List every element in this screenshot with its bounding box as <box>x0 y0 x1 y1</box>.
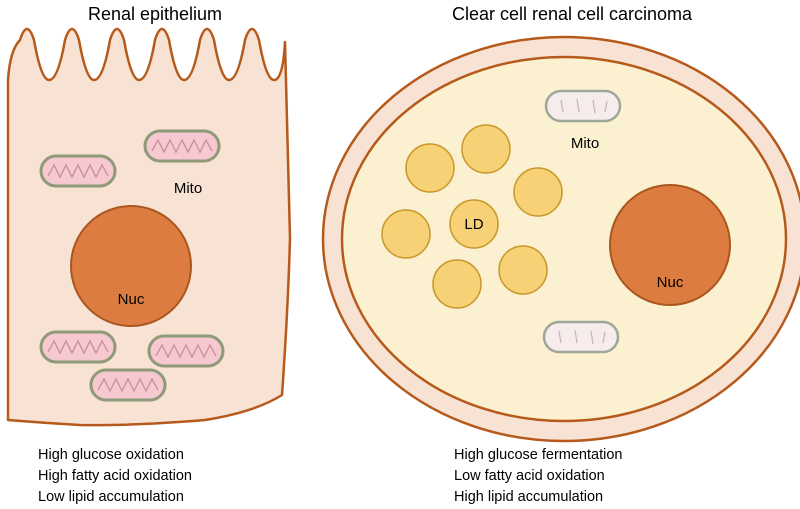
carcinoma-note: High lipid accumulation <box>454 489 604 505</box>
right-title: Clear cell renal cell carcinoma <box>452 4 693 24</box>
lipid-droplet <box>461 124 511 174</box>
carcinoma-mito-label: Mito <box>571 135 599 152</box>
carcinoma-mito-2 <box>542 320 620 354</box>
epithelium-note: Low lipid accumulation <box>38 489 184 505</box>
carcinoma-mito-1 <box>544 89 622 123</box>
lipid-droplet <box>498 245 548 295</box>
carcinoma-note: High glucose fermentation <box>454 447 623 463</box>
epithelial-mito-5 <box>89 368 167 402</box>
epithelial-mito-2 <box>39 154 117 188</box>
carcinoma-notes: High glucose fermentation Low fatty acid… <box>454 445 622 508</box>
epithelial-mito-1 <box>143 129 221 163</box>
carcinoma-cell: LD Mito Nuc <box>321 35 800 443</box>
lipid-droplet <box>449 199 499 249</box>
epithelial-mito-3 <box>39 330 117 364</box>
epithelial-mito-label: Mito <box>174 180 202 197</box>
epithelial-cell: Mito Nuc <box>6 27 292 427</box>
epithelium-notes: High glucose oxidation High fatty acid o… <box>38 445 192 508</box>
lipid-droplet <box>381 209 431 259</box>
carcinoma-cytoplasm <box>340 55 788 423</box>
lipid-droplet <box>405 143 455 193</box>
lipid-droplets <box>381 124 563 309</box>
epithelial-nucleus-label: Nuc <box>118 291 145 308</box>
lipid-droplet-label: LD <box>464 216 483 233</box>
lipid-droplet <box>513 167 563 217</box>
epithelium-note: High glucose oxidation <box>38 447 184 463</box>
carcinoma-note: Low fatty acid oxidation <box>454 468 605 484</box>
lipid-droplet <box>432 259 482 309</box>
left-title: Renal epithelium <box>88 4 222 24</box>
epithelial-nucleus <box>70 205 192 327</box>
epithelium-note: High fatty acid oxidation <box>38 468 192 484</box>
epithelial-mito-4 <box>147 334 225 368</box>
carcinoma-nucleus <box>609 184 731 306</box>
carcinoma-nucleus-label: Nuc <box>657 274 684 291</box>
